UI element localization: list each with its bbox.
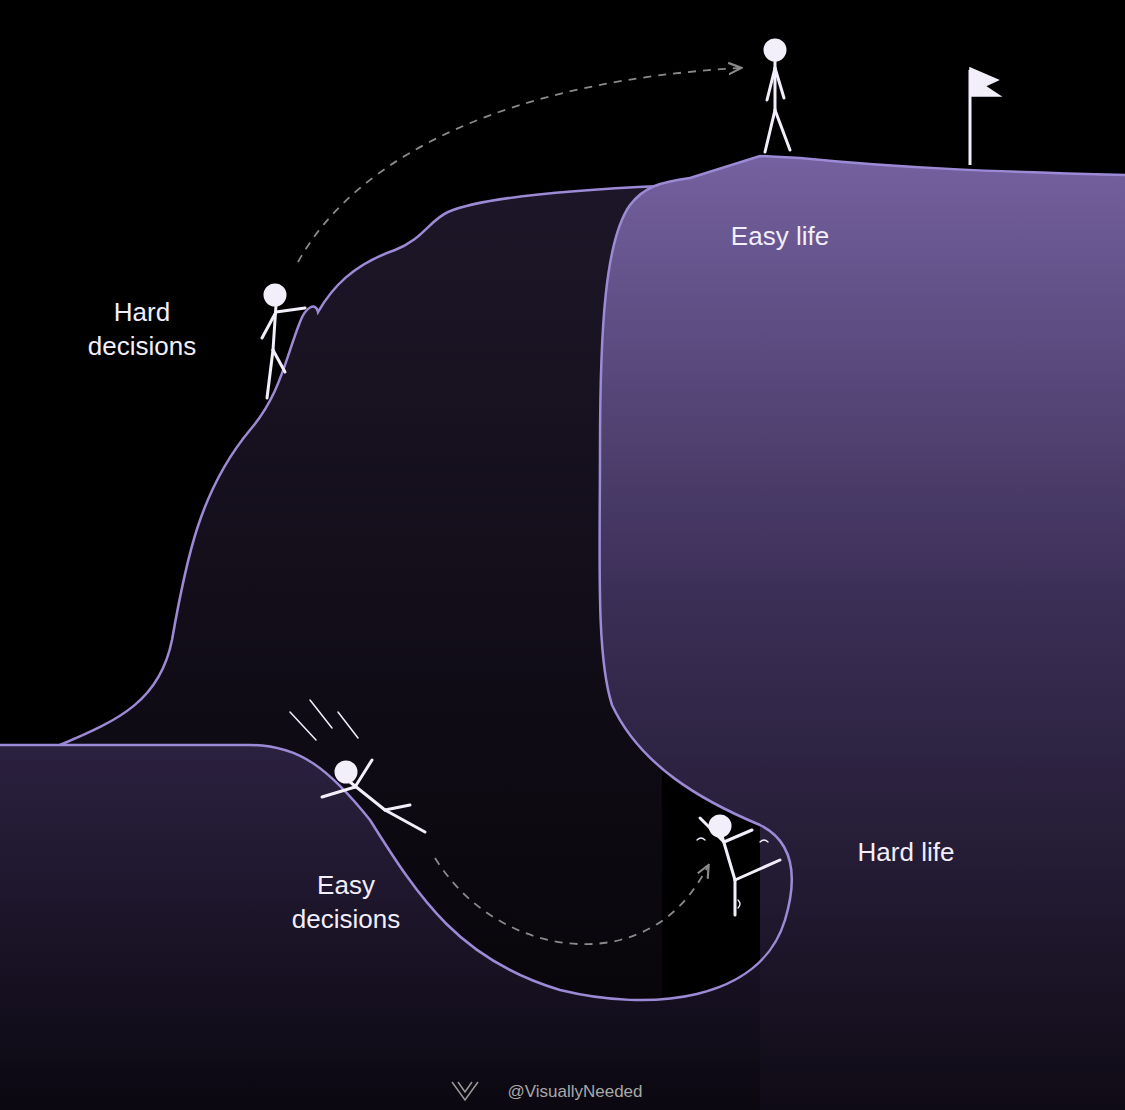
dashed-path-down: [435, 858, 708, 944]
back-hill-outline: [60, 186, 662, 745]
easy-life-mesa: [600, 156, 1125, 1110]
path-label: Easy decisions: [271, 869, 421, 937]
region-label: Hard life: [858, 836, 955, 870]
path-label: Hard decisions: [67, 296, 217, 364]
goal-flag: [970, 68, 1000, 165]
climbing-figure: [262, 285, 305, 398]
lower-ground: [0, 745, 792, 1110]
region-label: Easy life: [731, 220, 829, 254]
dashed-path-up: [298, 68, 740, 262]
struggling-figure: [697, 816, 780, 915]
watermark-logo: [452, 1082, 478, 1100]
ground-outline: [0, 156, 1125, 1000]
walking-figure: [765, 40, 790, 152]
sliding-figure: [290, 700, 425, 832]
watermark: @VisuallyNeeded: [507, 1081, 642, 1103]
